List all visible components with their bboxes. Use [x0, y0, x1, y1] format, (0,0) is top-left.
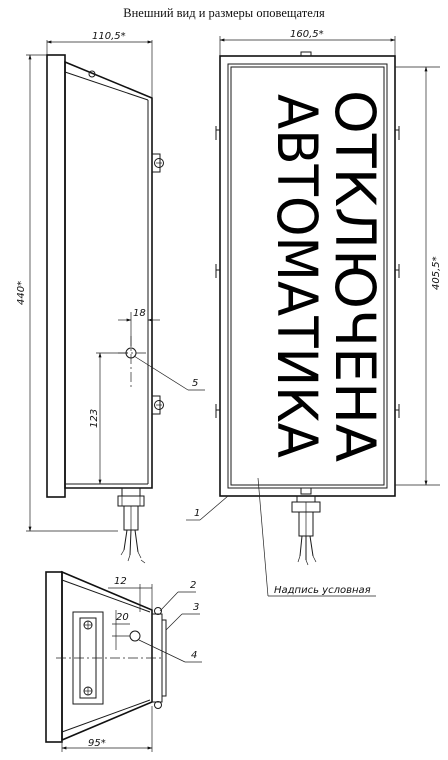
dim-height-total: 440* [16, 281, 27, 305]
sign-text-automatics: АВТОМАТИКА [265, 94, 329, 458]
callout-1: 1 [194, 508, 200, 519]
dim-hole-offset: 18 [133, 308, 146, 319]
dim-hole-height: 123 [89, 409, 100, 428]
dim-depth-bottom: 95* [88, 738, 106, 749]
note-text: Надпись условная [274, 585, 371, 596]
side-view: 110,5* 18 123 5 [16, 31, 205, 564]
sign-text-disabled: ОТКЛЮЧЕНА [323, 90, 387, 462]
callout-5: 5 [192, 378, 198, 389]
drawing-title: Внешний вид и размеры оповещателя [123, 6, 325, 20]
callout-2: 2 [190, 580, 196, 591]
callout-3: 3 [193, 602, 199, 613]
bottom-view: 12 20 2 3 4 95* [45, 570, 202, 752]
dim-side-offset: 12 [114, 576, 127, 587]
callout-4: 4 [191, 650, 197, 661]
dim-depth-top: 110,5* [92, 31, 126, 42]
dim-side-gap: 20 [116, 612, 129, 623]
dim-width-front: 160,5* [290, 29, 324, 40]
dim-height-front: 405,5* [431, 256, 442, 290]
front-view: 160,5* АВТОМАТИКА ОТКЛЮЧЕНА 405,5* [186, 29, 442, 597]
